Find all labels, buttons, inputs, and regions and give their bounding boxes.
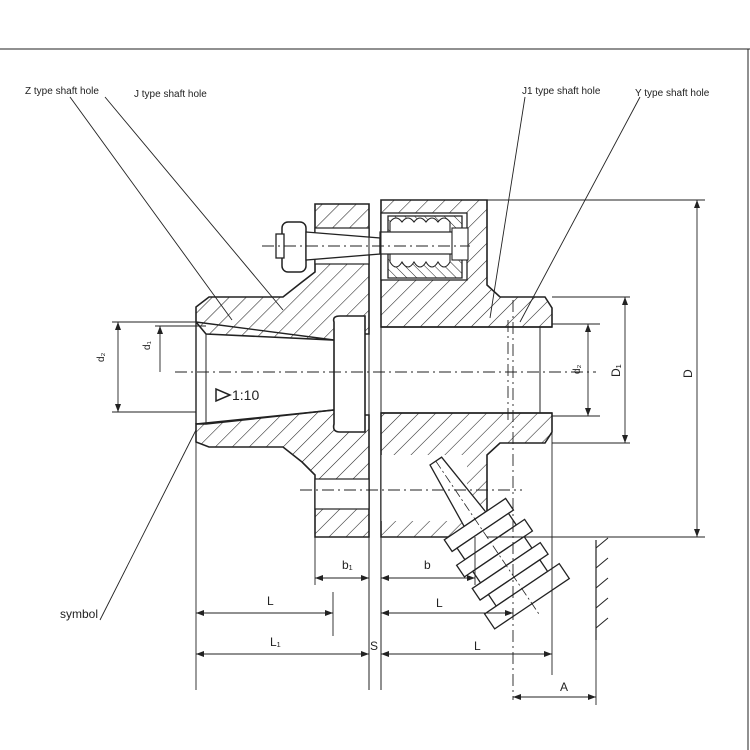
dim-D: D [681,369,695,378]
centerlines [175,245,596,700]
dim-d2-left: d₂ [96,352,107,362]
z-type-label: Z type shaft hole [25,86,99,97]
dimension-lines [112,199,705,705]
dim-S: S [370,639,378,653]
dim-A: A [560,680,568,694]
dim-b1: b₁ [342,558,353,572]
dim-L1: L₁ [270,635,281,649]
right-hub [379,199,553,538]
dim-D1: D₁ [609,364,623,377]
dim-L-right: L [436,596,443,610]
wall-ground [595,537,609,640]
dim-d1-left: d₁ [142,340,153,350]
taper-triangle-icon [215,387,232,403]
dim-L-lower: L [474,639,481,653]
leader-lines [69,96,641,621]
symbol-label: symbol [60,607,98,621]
arrowheads [115,200,700,700]
y-type-label: Y type shaft hole [635,88,710,99]
dim-b: b [424,558,431,572]
j-type-label: J type shaft hole [134,89,207,100]
dim-L-left: L [267,594,274,608]
j1-type-label: J1 type shaft hole [522,86,601,97]
taper-label: 1:10 [232,387,259,403]
dim-d2-right: d₂ [572,364,583,374]
